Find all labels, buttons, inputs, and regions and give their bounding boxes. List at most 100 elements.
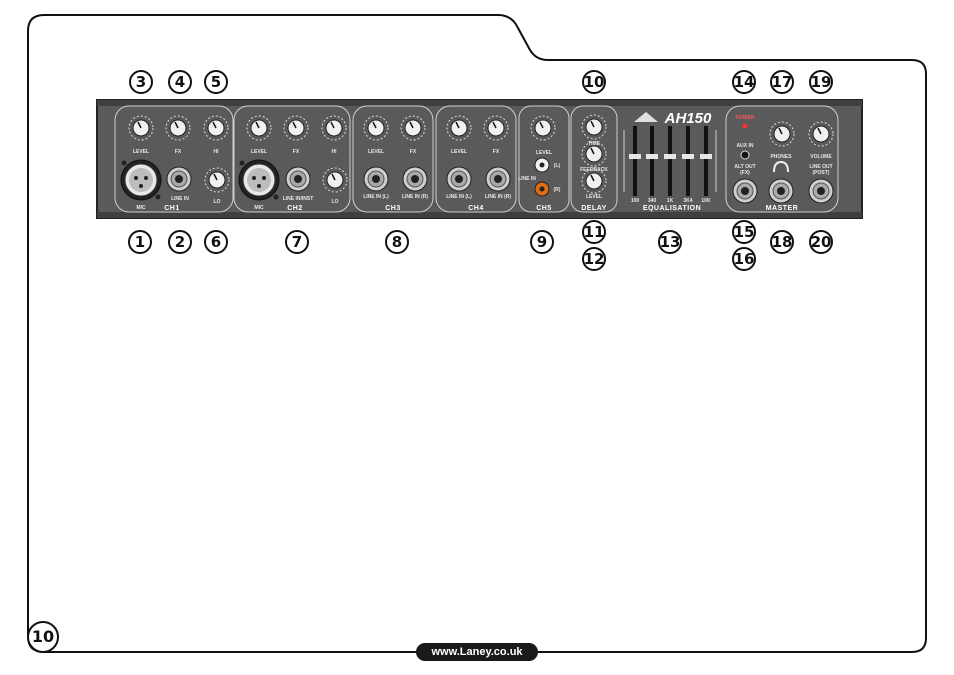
master-section (725, 105, 839, 213)
alt-out-sub-label: (FX) (740, 170, 750, 176)
ch3-line-in-l-label: LINE IN (L) (363, 194, 389, 200)
ch3-fx-label: FX (410, 149, 417, 155)
eq-fader-340[interactable] (646, 126, 658, 196)
volume-label: VOLUME (810, 154, 832, 160)
eq-fader-1k[interactable] (664, 126, 676, 196)
callout-number: 17 (772, 73, 793, 91)
callout-12: 12 (582, 247, 606, 271)
brand-logo: AH150 (634, 110, 712, 127)
callout-5: 5 (204, 70, 228, 94)
callout-7: 7 (285, 230, 309, 254)
alt-out-jack[interactable] (732, 178, 758, 204)
callout-number: 3 (136, 73, 146, 91)
ch1-lo-knob[interactable] (204, 167, 230, 193)
line-out-sub-label: (POST) (813, 170, 830, 176)
ch1-level-knob[interactable] (128, 115, 154, 141)
ch5-level-label: LEVEL (536, 150, 552, 156)
ch2-line-in-label: LINE IN/INST (283, 196, 314, 202)
callout-number: 16 (734, 250, 755, 268)
callout-20: 20 (809, 230, 833, 254)
callout-number: 11 (584, 223, 605, 241)
delay-section (570, 105, 618, 213)
delay-time-label: TIME (588, 141, 601, 147)
ch2-lo-knob[interactable] (322, 167, 348, 193)
ch5-section (518, 105, 570, 213)
eq-faders: 100 340 1K 3K4 10K (623, 126, 717, 204)
ch2-mic-xlr[interactable] (238, 159, 280, 201)
ch3-level-label: LEVEL (368, 149, 384, 155)
volume-knob[interactable] (808, 121, 834, 147)
eq-band-label: 100 (631, 198, 640, 204)
callout-19: 19 (809, 70, 833, 94)
ch1-fx-label: FX (175, 149, 182, 155)
power-led-icon (742, 123, 748, 129)
callout-number: 1 (135, 233, 145, 251)
ch2-level-knob[interactable] (246, 115, 272, 141)
ch3-level-knob[interactable] (363, 115, 389, 141)
ch5-label: CH5 (536, 205, 552, 212)
callout-15: 15 (732, 220, 756, 244)
eq-fader-10k[interactable] (700, 126, 712, 196)
footer-url[interactable]: www.Laney.co.uk (416, 643, 538, 661)
callout-2: 2 (168, 230, 192, 254)
brand-label: AH150 (664, 110, 712, 127)
ch1-label: CH1 (164, 205, 180, 212)
callout-number: 2 (175, 233, 185, 251)
ch1-line-in-jack[interactable] (166, 166, 192, 192)
delay-feedback-knob[interactable] (581, 141, 607, 167)
ch1-mic-xlr[interactable] (120, 159, 162, 201)
delay-level-knob[interactable] (581, 168, 607, 194)
ch3-line-in-l-jack[interactable] (363, 166, 389, 192)
eq-band-label: 340 (648, 198, 657, 204)
callout-14: 14 (732, 70, 756, 94)
ch3-fx-knob[interactable] (400, 115, 426, 141)
callout-number: 13 (660, 233, 681, 251)
eq-fader-3k4[interactable] (682, 126, 694, 196)
callout-number: 8 (392, 233, 402, 251)
ch2-hi-knob[interactable] (321, 115, 347, 141)
rca-center-icon (539, 186, 545, 192)
ch5-level-knob[interactable] (530, 115, 556, 141)
power-label: POWER (736, 115, 755, 121)
ch4-level-knob[interactable] (446, 115, 472, 141)
ch4-fx-knob[interactable] (483, 115, 509, 141)
ch2-line-in-jack[interactable] (285, 166, 311, 192)
ch2-fx-knob[interactable] (283, 115, 309, 141)
line-out-jack[interactable] (808, 178, 834, 204)
delay-level-label: LEVEL (586, 194, 602, 200)
line-out-label: LINE OUT (809, 164, 832, 170)
callout-number: 20 (811, 233, 832, 251)
ch5-l-label: (L) (554, 163, 561, 169)
ch2-fx-label: FX (293, 149, 300, 155)
eq-fader-100[interactable] (629, 126, 641, 196)
callout-number: 14 (734, 73, 755, 91)
ch4-line-in-r-jack[interactable] (485, 166, 511, 192)
callout-16: 16 (732, 247, 756, 271)
aux-in-jack-icon[interactable] (740, 150, 750, 160)
ch1-fx-knob[interactable] (165, 115, 191, 141)
ch4-level-label: LEVEL (451, 149, 467, 155)
ch4-line-in-l-jack[interactable] (446, 166, 472, 192)
callout-number: 5 (211, 73, 221, 91)
ch2-section (233, 105, 351, 213)
ch2-lo-label: LO (332, 199, 339, 205)
page-number: 10 (27, 621, 59, 653)
ch1-hi-label: HI (214, 149, 220, 155)
ch4-section (435, 105, 517, 213)
callout-17: 17 (770, 70, 794, 94)
callout-number: 19 (811, 73, 832, 91)
ch2-level-label: LEVEL (251, 149, 267, 155)
phones-jack[interactable] (768, 178, 794, 204)
callout-number: 18 (772, 233, 793, 251)
ch3-line-in-r-jack[interactable] (402, 166, 428, 192)
phones-knob[interactable] (769, 121, 795, 147)
ch1-lo-label: LO (214, 199, 221, 205)
delay-time-knob[interactable] (581, 114, 607, 140)
callout-4: 4 (168, 70, 192, 94)
ch1-hi-knob[interactable] (203, 115, 229, 141)
callout-18: 18 (770, 230, 794, 254)
callout-1: 1 (128, 230, 152, 254)
callout-number: 9 (537, 233, 547, 251)
callout-6: 6 (204, 230, 228, 254)
aux-in-label: AUX IN (737, 143, 754, 149)
